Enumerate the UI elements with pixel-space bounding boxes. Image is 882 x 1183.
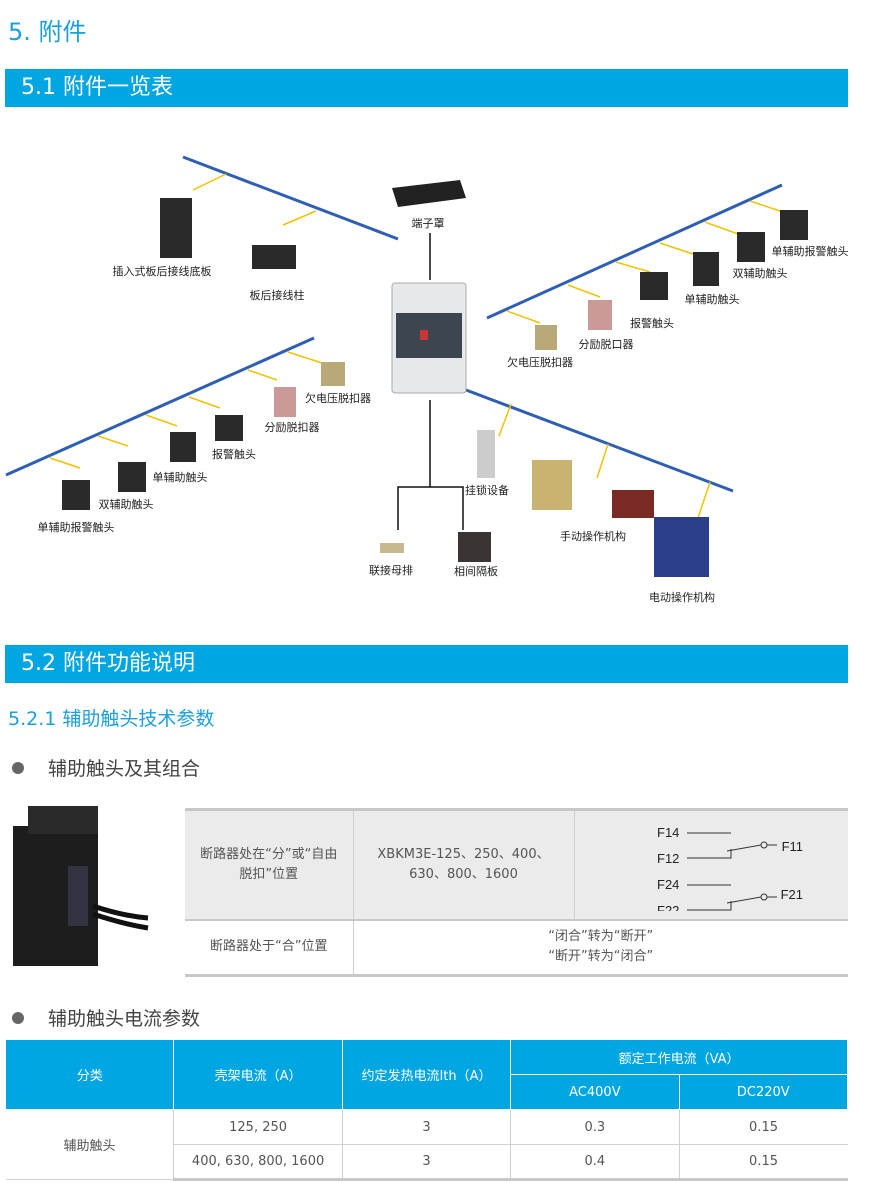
label-motor-operator: 电动操作机构 <box>649 591 715 604</box>
circuit-breaker-image <box>391 282 467 394</box>
bullet-text: 辅助触头电流参数 <box>48 1008 201 1030</box>
label-left-4: 双辅助触头 <box>98 498 154 511</box>
terminal-f21: F21 <box>781 887 803 902</box>
cell: 125, 250 <box>173 1109 343 1145</box>
cell: 0.15 <box>678 1109 848 1145</box>
aux-contact-product-image <box>13 806 149 966</box>
label-phase-barrier: 相间隔板 <box>454 565 498 578</box>
rear-terminal-image <box>252 245 296 269</box>
double-aux-image-right <box>737 232 765 262</box>
label-manual-operator: 手动操作机构 <box>560 530 626 543</box>
alarm-image-right <box>640 272 668 300</box>
cell-open-position: 断路器处在“分”或“自由脱扣”位置 <box>185 808 354 921</box>
shunt-image-left <box>274 387 296 417</box>
label-terminal-cover: 端子罩 <box>411 217 445 230</box>
cell: 0.4 <box>510 1144 680 1181</box>
section-banner-5-2: 5.2 附件功能说明 <box>5 645 848 683</box>
table-row: 辅助触头 125, 250 3 0.3 0.15 <box>5 1109 848 1180</box>
cell-closed-position: 断路器处于“合”位置 <box>185 919 354 977</box>
cell-wiring-diagram: F14 F12 F11 F24 F22 F21 <box>574 808 848 921</box>
accessory-diagram <box>5 155 808 577</box>
label-right-3: 单辅助触头 <box>684 293 740 306</box>
label-right-2: 报警触头 <box>630 317 674 330</box>
header-frame-current: 壳架电流（A） <box>173 1039 343 1110</box>
undervoltage-image-right <box>535 325 557 350</box>
aux-contact-combination-table: 断路器处在“分”或“自由脱扣”位置 XBKM3E-125、250、400、630… <box>185 808 848 977</box>
label-plugin-base: 插入式板后接线底板 <box>112 265 212 278</box>
header-rated-current: 额定工作电流（VA） <box>510 1039 848 1075</box>
page-title: 5. 附件 <box>8 18 87 46</box>
state-change-2: “断开”转为“闭合” <box>548 949 654 965</box>
motor-operator-image <box>654 517 709 577</box>
single-aux-image-right <box>693 252 719 286</box>
terminal-f22: F22 <box>657 903 679 911</box>
label-left-1: 分励脱扣器 <box>264 421 320 434</box>
alarm-image-left <box>215 415 243 441</box>
undervoltage-image-left <box>321 362 345 386</box>
label-padlock: 挂锁设备 <box>465 484 509 497</box>
single-aux-image-left <box>170 432 196 462</box>
label-left-5: 单辅助报警触头 <box>37 521 115 534</box>
label-right-1: 分励脱口器 <box>578 338 634 351</box>
manual-handle-image <box>612 490 654 518</box>
label-left-2: 报警触头 <box>212 448 256 461</box>
terminal-f14: F14 <box>657 825 679 840</box>
label-busbar: 联接母排 <box>369 564 413 577</box>
shunt-image-right <box>588 300 612 330</box>
contact-wiring-diagram: F14 F12 F11 F24 F22 F21 <box>657 825 803 918</box>
padlock-image <box>477 430 495 478</box>
cell: 0.3 <box>510 1109 680 1145</box>
cell: 3 <box>341 1109 512 1145</box>
connector-ticks <box>49 173 781 519</box>
cell-state-change: “闭合”转为“断开” “断开”转为“闭合” <box>353 919 848 977</box>
barrier-image <box>458 532 491 562</box>
single-aux-alarm-image-right <box>780 210 808 240</box>
bullet-heading-2: 辅助触头电流参数 <box>10 1004 200 1031</box>
label-right-4: 双辅助触头 <box>732 267 788 280</box>
plugin-base-image <box>160 198 192 258</box>
label-left-3: 单辅助触头 <box>152 471 208 484</box>
double-aux-image-left <box>118 462 146 492</box>
label-right-5: 单辅助报警触头 <box>771 245 849 258</box>
header-ac400v: AC400V <box>510 1074 680 1110</box>
manual-plate-image <box>532 460 572 510</box>
bullet-text: 辅助触头及其组合 <box>48 758 201 780</box>
single-aux-alarm-image-left <box>62 480 90 510</box>
bullet-icon <box>12 1011 24 1024</box>
terminal-f11: F11 <box>782 839 803 854</box>
cell: 0.15 <box>678 1144 848 1181</box>
accessory-images <box>62 198 808 577</box>
cell-models: XBKM3E-125、250、400、630、800、1600 <box>353 808 575 921</box>
cell: 3 <box>341 1144 512 1181</box>
terminal-f24: F24 <box>657 877 679 892</box>
terminal-cover-image <box>392 180 466 207</box>
label-left-0: 欠电压脱扣器 <box>305 392 371 405</box>
header-category: 分类 <box>4 1039 175 1110</box>
aux-contact-current-table: 分类 壳架电流（A） 约定发热电流Ith（A） 额定工作电流（VA） AC400… <box>4 1039 849 1181</box>
terminal-f12: F12 <box>657 851 679 866</box>
section-banner-5-1: 5.1 附件一览表 <box>5 69 848 107</box>
table-row: 400, 630, 800, 1600 3 0.4 0.15 <box>6 1144 848 1181</box>
cell-category: 辅助触头 <box>5 1109 175 1180</box>
header-dc220v: DC220V <box>678 1074 849 1110</box>
busbar-image <box>380 543 404 553</box>
tree-lines <box>397 233 464 530</box>
cell: 400, 630, 800, 1600 <box>173 1144 343 1181</box>
state-change-1: “闭合”转为“断开” <box>548 929 654 945</box>
bullet-heading-1: 辅助触头及其组合 <box>10 754 200 781</box>
label-right-0: 欠电压脱扣器 <box>507 356 573 369</box>
subsection-title: 5.2.1 辅助触头技术参数 <box>8 708 215 730</box>
label-rear-terminal: 板后接线柱 <box>249 289 305 302</box>
header-ith: 约定发热电流Ith（A） <box>341 1039 512 1110</box>
bullet-icon <box>12 761 24 774</box>
